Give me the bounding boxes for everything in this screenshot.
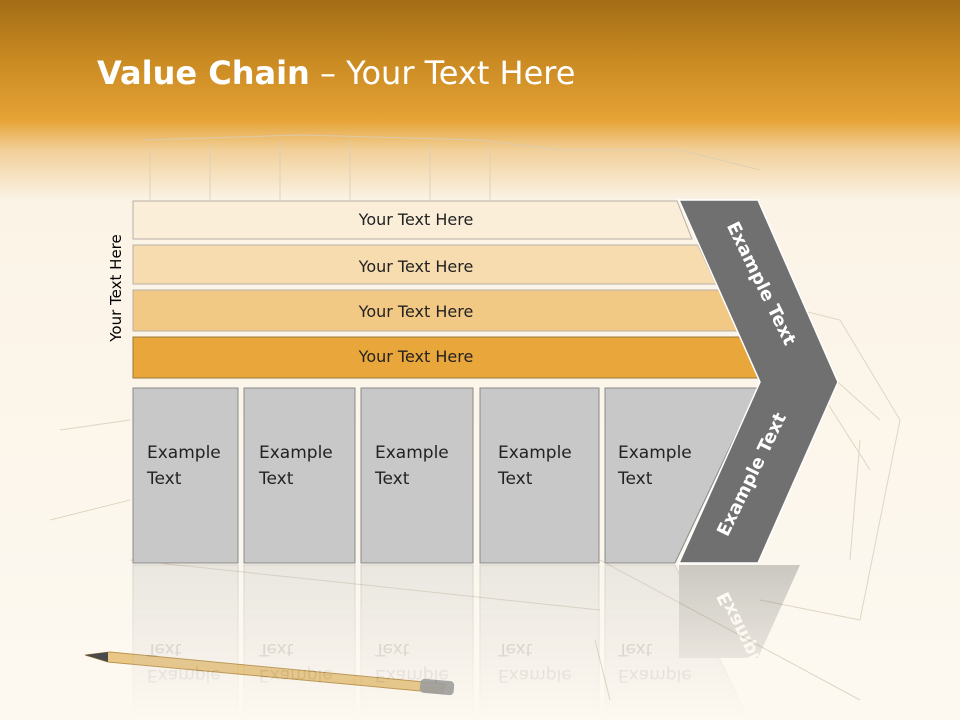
slide-title: Value Chain – Your Text Here bbox=[97, 54, 575, 92]
primary-box-2[interactable] bbox=[243, 387, 356, 564]
reflection-box-2-line1: Example bbox=[259, 665, 333, 685]
primary-box-4-line2: Text bbox=[497, 469, 533, 489]
reflection-box-1-line1: Example bbox=[147, 665, 221, 685]
reflection-box-2-line2: Text bbox=[258, 639, 294, 659]
reflection-box-3-line1: Example bbox=[375, 665, 449, 685]
reflection-box-4-line2: Text bbox=[497, 639, 533, 659]
reflection-box-4-line1: Example bbox=[498, 665, 572, 685]
primary-box-1-line1: Example bbox=[147, 443, 221, 463]
title-rest: – Your Text Here bbox=[309, 54, 576, 92]
reflection-box-3-line2: Text bbox=[374, 639, 410, 659]
primary-box-3-line1: Example bbox=[375, 443, 449, 463]
primary-box-2-line2: Text bbox=[258, 469, 294, 489]
title-bold: Value Chain bbox=[97, 54, 310, 92]
primary-box-3[interactable] bbox=[360, 387, 474, 564]
primary-box-5-line1: Example bbox=[618, 443, 692, 463]
primary-box-3-line2: Text bbox=[374, 469, 410, 489]
primary-box-2-line1: Example bbox=[259, 443, 333, 463]
primary-box-5-line2: Text bbox=[617, 469, 653, 489]
support-bar-4-label: Your Text Here bbox=[358, 347, 474, 366]
reflection: Example Text Example Text Example Text E… bbox=[132, 564, 800, 720]
margin-chevron[interactable] bbox=[677, 199, 839, 564]
primary-box-4-line1: Example bbox=[498, 443, 572, 463]
primary-box-5[interactable] bbox=[604, 387, 759, 564]
reflection-box-5-line2: Text bbox=[617, 639, 653, 659]
reflection-box-5-line1: Example bbox=[618, 665, 692, 685]
primary-box-4[interactable] bbox=[479, 387, 600, 564]
support-bar-1[interactable] bbox=[132, 200, 693, 240]
reflection-box-1-line2: Text bbox=[146, 639, 182, 659]
support-bar-1-label: Your Text Here bbox=[358, 210, 474, 229]
primary-box-1-line2: Text bbox=[146, 469, 182, 489]
support-bar-3-label: Your Text Here bbox=[358, 302, 474, 321]
support-bar-2-label: Your Text Here bbox=[358, 257, 474, 276]
primary-box-1[interactable] bbox=[132, 387, 239, 564]
